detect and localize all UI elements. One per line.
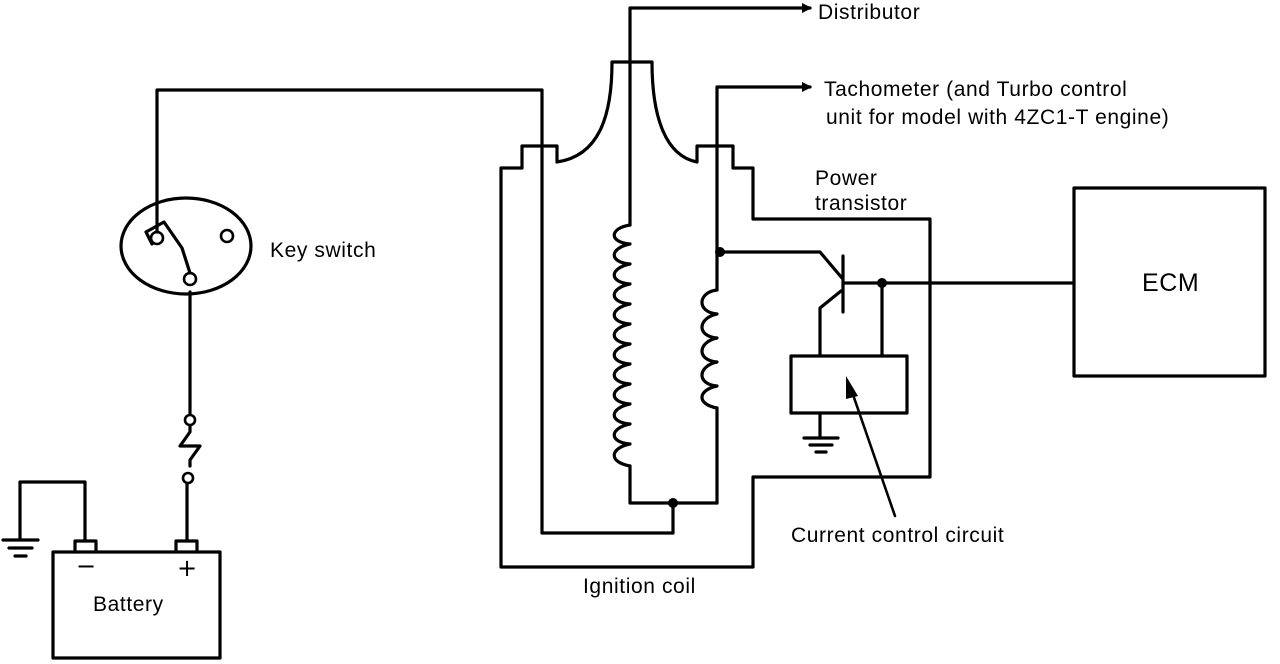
battery-plus-sign: +	[177, 554, 197, 582]
ecm-box	[1072, 186, 1267, 378]
inductor-coil-icon	[700, 288, 719, 410]
battery-positive-wire	[185, 290, 192, 543]
tachometer-label-line1: Tachometer (and Turbo control	[824, 78, 1127, 101]
secondary-coil	[612, 60, 719, 505]
current-control-circuit-label: Current control circuit	[791, 524, 1004, 547]
primary-coil	[700, 144, 719, 505]
power-transistor-label-line2: transistor	[815, 192, 907, 215]
ecm-label: ECM	[1142, 269, 1199, 297]
fuse-icon	[178, 413, 202, 485]
distributor-label: Distributor	[818, 1, 920, 24]
distributor-wire	[628, 3, 812, 64]
power-transistor-label-line1: Power	[815, 167, 878, 190]
battery-minus-sign: −	[76, 552, 96, 580]
base-to-ecm-wire	[841, 281, 1076, 358]
ignition-coil-label: Ignition coil	[583, 575, 696, 598]
battery-ground-wire	[18, 480, 87, 543]
key-switch	[119, 196, 253, 296]
collector-wire	[715, 250, 844, 280]
ground-icon	[802, 436, 840, 454]
ignition-coil-case	[499, 60, 932, 569]
tachometer-wire	[715, 82, 812, 148]
ground-icon	[1, 538, 40, 558]
current-control-pointer	[846, 376, 897, 518]
transistor-icon	[818, 254, 845, 358]
inductor-coil-icon	[612, 223, 632, 468]
tachometer-label-line2: unit for model with 4ZC1-T engine)	[826, 106, 1169, 129]
coil-plus-wire	[540, 150, 675, 535]
current-control-circuit-block	[789, 354, 909, 440]
key-switch-to-coil-wire	[155, 88, 544, 234]
key-switch-label: Key switch	[270, 239, 376, 262]
battery-label: Battery	[93, 593, 164, 616]
